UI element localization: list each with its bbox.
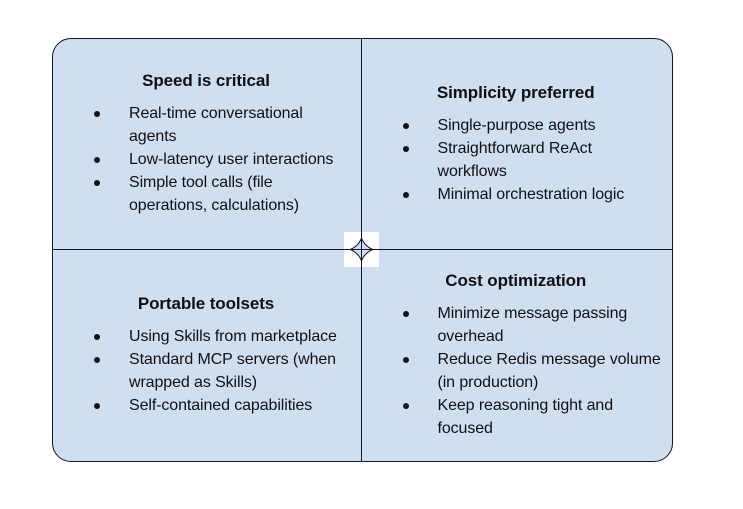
bullet-dot-icon (94, 180, 100, 186)
corner-notch-icon (361, 249, 379, 267)
card-heading: Simplicity preferred (436, 82, 595, 102)
bullet-dot-icon (94, 333, 100, 340)
bullet-dot-icon (402, 356, 409, 363)
list-item-label: Simple tool calls (file operations, calc… (129, 174, 300, 214)
list-item-label: Self-contained capabilities (129, 396, 313, 414)
bullet-dot-icon (94, 111, 100, 117)
list-item-label: Straightforward ReAct workflows (437, 139, 593, 180)
list-item-label: Real-time conversational agents (129, 105, 303, 145)
card-heading: Portable toolsets (137, 293, 275, 313)
card-cost-optimization: Cost optimization Minimize message passi… (360, 248, 673, 462)
list-item-label: Reduce Redis message volume (in producti… (437, 350, 661, 391)
corner-notch-icon (343, 249, 361, 267)
list-item-label: Minimal orchestration logic (437, 185, 625, 203)
bullet-dot-icon (94, 402, 100, 409)
list-item: Low-latency user interactions (61, 148, 351, 171)
list-item-label: Single-purpose agents (437, 116, 596, 134)
list-item: Using Skills from marketplace (61, 325, 351, 348)
bullet-dot-icon (402, 402, 409, 409)
card-bullet-list: Minimize message passing overhead Reduce… (370, 302, 663, 440)
list-item: Minimize message passing overhead (370, 302, 663, 348)
card-portable-toolsets: Portable toolsets Using Skills from mark… (52, 248, 362, 462)
list-item-label: Minimize message passing overhead (437, 304, 628, 345)
list-item: Simple tool calls (file operations, calc… (61, 171, 351, 217)
quadrant-board: Speed is critical Real-time conversation… (52, 38, 673, 462)
card-bullet-list: Real-time conversational agents Low-late… (61, 102, 351, 217)
corner-notch-icon (343, 231, 361, 249)
corner-notch-icon (361, 231, 379, 249)
list-item: Reduce Redis message volume (in producti… (370, 348, 663, 394)
list-item-label: Keep reasoning tight and focused (437, 396, 614, 437)
list-item: Straightforward ReAct workflows (370, 137, 663, 183)
bullet-dot-icon (94, 157, 100, 163)
bullet-dot-icon (402, 145, 409, 152)
list-item: Standard MCP servers (when wrapped as Sk… (61, 348, 351, 394)
card-bullet-list: Using Skills from marketplace Standard M… (61, 325, 351, 417)
list-item: Keep reasoning tight and focused (370, 394, 663, 440)
list-item-label: Low-latency user interactions (129, 151, 334, 168)
list-item: Single-purpose agents (370, 114, 663, 137)
bullet-dot-icon (402, 191, 409, 198)
list-item: Minimal orchestration logic (370, 183, 663, 206)
bullet-dot-icon (402, 122, 409, 129)
list-item-label: Standard MCP servers (when wrapped as Sk… (129, 350, 336, 391)
card-bullet-list: Single-purpose agents Straightforward Re… (370, 114, 663, 206)
card-heading: Speed is critical (142, 71, 270, 90)
list-item-label: Using Skills from marketplace (129, 327, 337, 345)
card-simplicity-preferred: Simplicity preferred Single-purpose agen… (360, 38, 673, 250)
list-item: Self-contained capabilities (61, 394, 351, 417)
card-heading: Cost optimization (445, 270, 587, 290)
bullet-dot-icon (402, 310, 409, 317)
bullet-dot-icon (94, 356, 100, 363)
list-item: Real-time conversational agents (61, 102, 351, 148)
card-speed-is-critical: Speed is critical Real-time conversation… (52, 38, 362, 250)
